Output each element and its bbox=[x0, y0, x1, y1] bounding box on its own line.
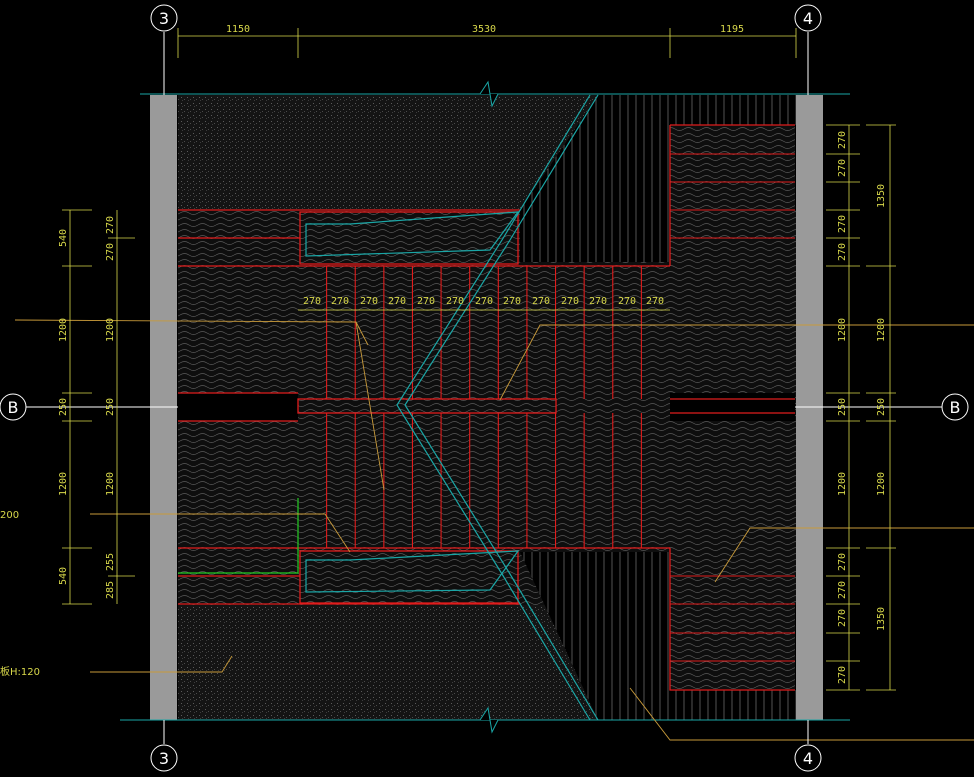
tread-dim: 270 bbox=[388, 296, 406, 307]
left-inner-dim-6: 255 bbox=[105, 553, 116, 571]
right-outer-dim-line bbox=[866, 124, 896, 691]
grid-bubble-4-top: 4 bbox=[794, 4, 822, 32]
right-inner-dim-11: 270 bbox=[837, 666, 848, 684]
tread-dim: 270 bbox=[446, 296, 464, 307]
grid-bubble-4-bottom: 4 bbox=[794, 744, 822, 772]
stair-edges bbox=[178, 124, 795, 691]
top-slab bbox=[178, 95, 598, 210]
grid-bubble-3-top: 3 bbox=[150, 4, 178, 32]
left-outer-dim-2: 1200 bbox=[58, 318, 69, 342]
tread-dim: 270 bbox=[589, 296, 607, 307]
right-lower-steps bbox=[670, 552, 795, 689]
tread-dim: 270 bbox=[475, 296, 493, 307]
right-outer-dim-4: 1200 bbox=[876, 472, 887, 496]
bottom-left-note: 板H:120 bbox=[0, 665, 40, 678]
grid-axes bbox=[26, 32, 942, 744]
right-outer-dim-1: 1350 bbox=[876, 184, 887, 208]
grid-label: 3 bbox=[159, 749, 169, 768]
green-marker bbox=[178, 498, 299, 574]
tread-dim: 270 bbox=[646, 296, 664, 307]
grid-label: B bbox=[8, 398, 19, 417]
left-outer-dim-1: 540 bbox=[58, 229, 69, 247]
top-right-hatch bbox=[520, 95, 798, 262]
right-inner-dim-1: 270 bbox=[837, 131, 848, 149]
left-inner-dim-3: 1200 bbox=[105, 318, 116, 342]
right-upper-steps bbox=[670, 125, 795, 262]
left-inner-dim-line bbox=[108, 210, 135, 604]
tread-dim: 270 bbox=[618, 296, 636, 307]
grid-bubble-b-right: B bbox=[941, 393, 969, 421]
landing-void-right bbox=[670, 393, 795, 421]
tread-dimensions: 270 270 270 270 270 270 270 270 270 270 … bbox=[303, 296, 664, 307]
right-inner-dim-line bbox=[826, 124, 860, 691]
tread-dim: 270 bbox=[532, 296, 550, 307]
right-inner-dim-10: 270 bbox=[837, 609, 848, 627]
left-inner-dim-5: 1200 bbox=[105, 472, 116, 496]
left-inner-dim-2: 270 bbox=[105, 243, 116, 261]
leader-lines bbox=[14, 319, 974, 741]
grid-bubble-3-bottom: 3 bbox=[150, 744, 178, 772]
left-outer-dim-line bbox=[62, 209, 92, 605]
right-steps bbox=[670, 153, 795, 662]
stair-treads bbox=[326, 266, 642, 548]
grid-label: 3 bbox=[159, 9, 169, 28]
right-inner-dim-8: 270 bbox=[837, 553, 848, 571]
left-partial-note: 200 bbox=[0, 510, 19, 521]
tread-dim: 270 bbox=[503, 296, 521, 307]
bottom-slab bbox=[178, 605, 598, 720]
left-inner-dim-1: 270 bbox=[105, 216, 116, 234]
right-outer-dim-5: 1350 bbox=[876, 607, 887, 631]
right-outer-dim-2: 1200 bbox=[876, 318, 887, 342]
left-inner-dim-7: 285 bbox=[105, 581, 116, 599]
left-outer-dim-3: 250 bbox=[58, 398, 69, 416]
tread-dim: 270 bbox=[417, 296, 435, 307]
grid-label: 4 bbox=[803, 749, 813, 768]
left-outer-dim-4: 1200 bbox=[58, 472, 69, 496]
tread-dim: 270 bbox=[303, 296, 321, 307]
right-inner-dim-9: 270 bbox=[837, 581, 848, 599]
right-inner-dim-2: 270 bbox=[837, 159, 848, 177]
top-dim-2: 3530 bbox=[472, 24, 496, 35]
left-inner-dim-4: 250 bbox=[105, 398, 116, 416]
grid-label: 4 bbox=[803, 9, 813, 28]
bottom-right-hatch bbox=[520, 552, 798, 720]
landing-void bbox=[178, 393, 298, 421]
grid-label: B bbox=[950, 398, 961, 417]
grid-bubble-b-left: B bbox=[0, 393, 27, 421]
tread-dim: 270 bbox=[561, 296, 579, 307]
right-inner-dim-6: 250 bbox=[837, 398, 848, 416]
right-inner-dim-5: 1200 bbox=[837, 318, 848, 342]
right-inner-dim-4: 270 bbox=[837, 243, 848, 261]
right-outer-dim-3: 250 bbox=[876, 398, 887, 416]
handrail bbox=[305, 94, 599, 721]
top-dim-3: 1195 bbox=[720, 24, 744, 35]
tread-dim: 270 bbox=[331, 296, 349, 307]
right-inner-dim-7: 1200 bbox=[837, 472, 848, 496]
top-dim-1: 1150 bbox=[226, 24, 250, 35]
tread-dim: 270 bbox=[360, 296, 378, 307]
floor-hatch bbox=[178, 95, 798, 720]
top-dimension bbox=[177, 28, 797, 58]
left-outer-dim-5: 540 bbox=[58, 567, 69, 585]
right-inner-dim-3: 270 bbox=[837, 215, 848, 233]
